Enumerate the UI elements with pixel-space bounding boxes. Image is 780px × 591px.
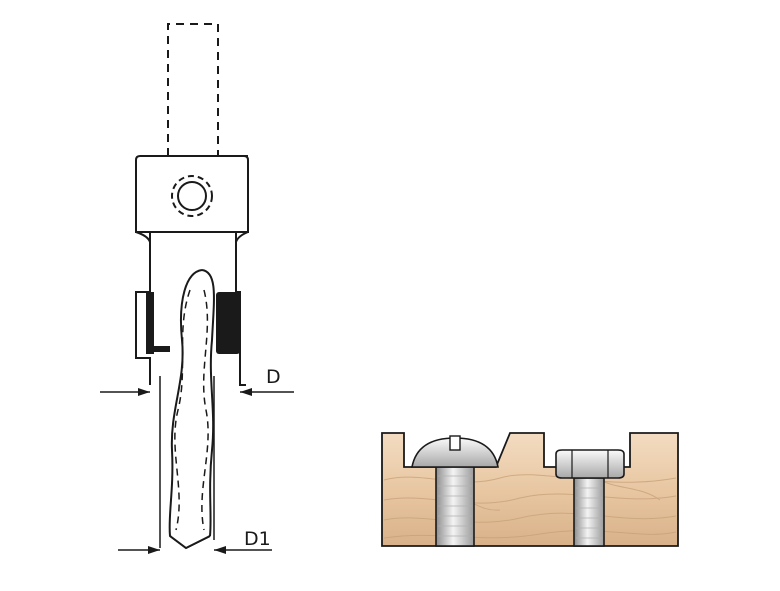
collar	[135, 155, 249, 233]
shank-dashed	[167, 23, 219, 156]
set-screw-hole	[171, 175, 213, 217]
label-d1: D1	[244, 528, 271, 550]
countersink-cutter	[135, 291, 246, 386]
twist-drill	[159, 269, 215, 550]
drill-bit	[135, 23, 249, 550]
label-d: D	[266, 366, 281, 388]
round-head-screw	[411, 435, 499, 547]
hex-head-bolt	[555, 449, 625, 547]
